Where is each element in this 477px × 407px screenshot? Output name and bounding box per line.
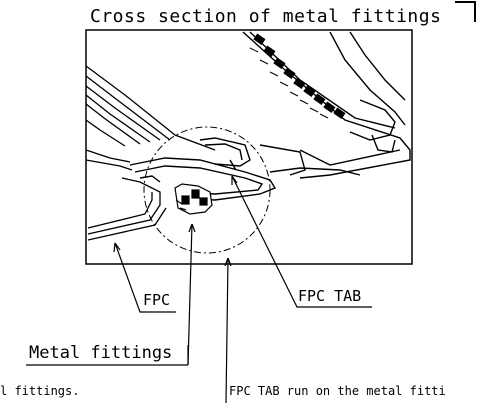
note-right: FPC TAB run on the metal fitti bbox=[229, 384, 446, 398]
contact-pins bbox=[253, 33, 346, 120]
note-left: l fittings. bbox=[0, 384, 80, 398]
connector-housing bbox=[242, 31, 411, 179]
pin-outlines bbox=[249, 47, 329, 119]
detail-frame bbox=[85, 29, 413, 265]
label-metal-fittings: Metal fittings bbox=[29, 343, 173, 363]
label-fpc: FPC bbox=[143, 291, 171, 309]
diagram-title: Cross section of metal fittings bbox=[90, 6, 442, 27]
fpc-sheet bbox=[85, 65, 216, 241]
label-fpc-tab: FPC TAB bbox=[298, 287, 362, 305]
arrowheads bbox=[113, 175, 238, 267]
fpc-tab-bend bbox=[129, 137, 361, 201]
leader-lines bbox=[26, 175, 372, 404]
corner-mark bbox=[455, 1, 476, 22]
metal-fitting-block bbox=[174, 183, 213, 215]
detail-circle bbox=[143, 126, 271, 254]
